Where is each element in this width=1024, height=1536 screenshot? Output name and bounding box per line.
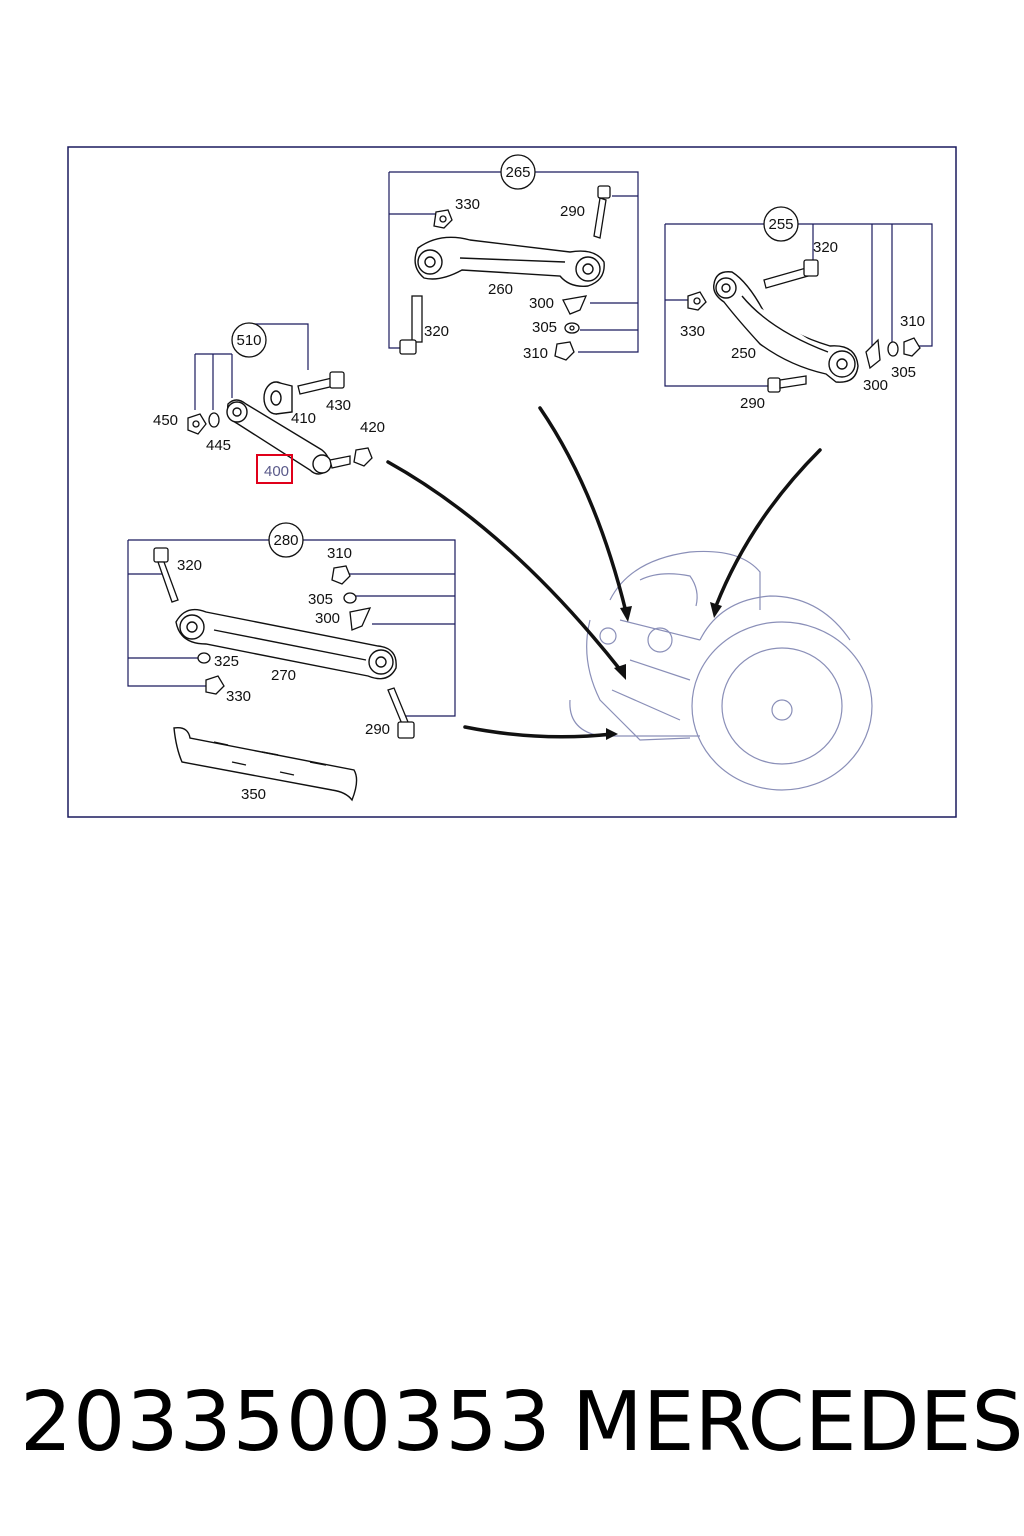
washers-265: [554, 295, 588, 361]
bushing-410: [263, 381, 293, 415]
control-arm-260: [414, 236, 605, 287]
nut-330-right: [687, 291, 707, 311]
group-280-label: 280: [273, 532, 298, 549]
bolt-320-vertical: [399, 295, 423, 355]
shield-350: [173, 727, 358, 802]
group-510-circle: [231, 322, 267, 358]
part-number: 2033500353: [20, 1375, 552, 1470]
label-250: 250: [731, 345, 756, 362]
nut-450: [187, 412, 220, 435]
label-430: 430: [326, 397, 351, 414]
label-420: 420: [360, 419, 385, 436]
label-350: 350: [241, 786, 266, 803]
label-310-a: 310: [523, 345, 548, 362]
label-305-a: 305: [532, 319, 557, 336]
group-255: [664, 223, 933, 387]
control-arm-250: [713, 271, 859, 383]
bolt-290-right: [767, 375, 807, 393]
diagram-frame: [67, 146, 957, 818]
arrow-heads: [606, 602, 722, 740]
stud-420: [329, 447, 373, 469]
group-510: [194, 323, 309, 410]
washers-280: [197, 565, 372, 695]
strut-400: [226, 399, 332, 475]
label-445: 445: [206, 437, 231, 454]
label-330-c: 330: [226, 688, 251, 705]
label-310-b: 310: [900, 313, 925, 330]
nut-330-top: [433, 209, 453, 229]
label-305-b: 305: [891, 364, 916, 381]
label-400: 400: [264, 463, 289, 480]
label-320-c: 320: [177, 557, 202, 574]
group-510-label: 510: [236, 332, 261, 349]
label-260: 260: [488, 281, 513, 298]
label-325: 325: [214, 653, 239, 670]
label-300-a: 300: [529, 295, 554, 312]
label-270: 270: [271, 667, 296, 684]
parts-diagram: 265 330 290 260 300 305 310 320 255: [67, 146, 957, 818]
axle-assembly-sketch: [569, 550, 873, 791]
label-320-b: 320: [813, 239, 838, 256]
highlight-box-400[interactable]: [256, 454, 293, 484]
bolt-320-left: [153, 547, 179, 603]
label-320-a: 320: [424, 323, 449, 340]
group-255-circle: [763, 206, 799, 242]
group-280: [127, 539, 456, 717]
group-265-circle: [500, 154, 536, 190]
brand-name: MERCEDES: [572, 1375, 1024, 1470]
label-290-a: 290: [560, 203, 585, 220]
label-450: 450: [153, 412, 178, 429]
label-300-b: 300: [863, 377, 888, 394]
label-290-c: 290: [365, 721, 390, 738]
control-arm-270: [175, 608, 397, 680]
label-305-c: 305: [308, 591, 333, 608]
label-330-b: 330: [680, 323, 705, 340]
pointer-arrows: [386, 406, 822, 739]
bolt-430: [297, 371, 345, 395]
group-265-label: 265: [505, 164, 530, 181]
label-290-b: 290: [740, 395, 765, 412]
group-280-circle: [268, 522, 304, 558]
label-410: 410: [291, 410, 316, 427]
label-310-c: 310: [327, 545, 352, 562]
caption: 2033500353 MERCEDES: [0, 1368, 1024, 1478]
label-300-c: 300: [315, 610, 340, 627]
bolt-320-right: [763, 259, 819, 289]
washers-255: [865, 337, 921, 370]
group-255-label: 255: [768, 216, 793, 233]
label-330-a: 330: [455, 196, 480, 213]
bolt-290-left: [387, 687, 415, 739]
bolt-290-top: [593, 185, 611, 239]
